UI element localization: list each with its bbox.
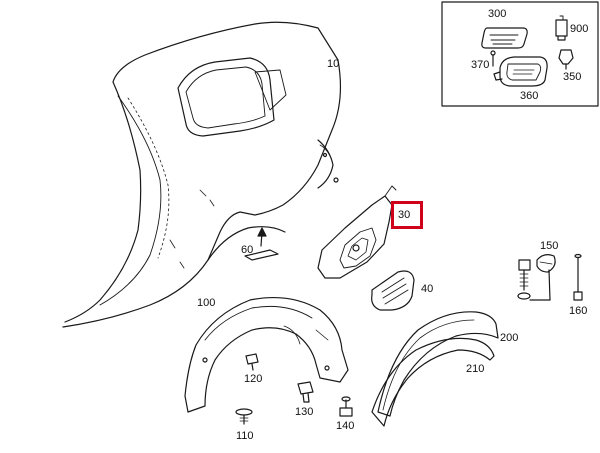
label-part-900[interactable]: 900 (570, 23, 589, 35)
part-100-shape (184, 296, 349, 413)
label-part-60[interactable]: 60 (241, 244, 254, 256)
label-part-150[interactable]: 150 (540, 240, 559, 252)
inset-frame (441, 1, 599, 107)
label-part-30[interactable]: 30 (398, 209, 411, 221)
part-360-shape (493, 56, 548, 87)
part-370-shape (490, 50, 496, 67)
label-part-350[interactable]: 350 (563, 71, 582, 83)
label-part-10[interactable]: 10 (327, 58, 340, 70)
label-part-130[interactable]: 130 (295, 406, 314, 418)
part-60-shape (244, 227, 279, 261)
label-part-160[interactable]: 160 (569, 305, 588, 317)
part-210-shape (371, 337, 495, 427)
part-130-shape (297, 381, 314, 403)
highlight-box-part-30 (391, 201, 423, 229)
label-part-140[interactable]: 140 (336, 420, 355, 432)
part-200-shape (377, 311, 499, 417)
label-part-360[interactable]: 360 (520, 90, 539, 102)
part-300-shape (481, 27, 528, 49)
part-120-shape (245, 353, 259, 371)
part-110-shape (235, 408, 253, 425)
part-150-shape (517, 254, 556, 301)
label-part-100[interactable]: 100 (197, 297, 216, 309)
part-140-shape (339, 396, 353, 417)
part-10-shape (62, 21, 342, 328)
label-part-300[interactable]: 300 (488, 8, 507, 20)
part-30-shape (317, 185, 397, 279)
label-part-40[interactable]: 40 (421, 283, 434, 295)
part-350-shape (558, 49, 574, 70)
label-part-110[interactable]: 110 (236, 430, 254, 442)
part-40-shape (371, 270, 415, 311)
label-part-120[interactable]: 120 (244, 373, 263, 385)
label-part-210[interactable]: 210 (466, 363, 485, 375)
label-part-200[interactable]: 200 (500, 332, 519, 344)
fuel-door-inset (441, 1, 599, 107)
part-900-shape (555, 15, 568, 41)
part-160-shape (573, 253, 583, 301)
label-part-370[interactable]: 370 (471, 59, 490, 71)
